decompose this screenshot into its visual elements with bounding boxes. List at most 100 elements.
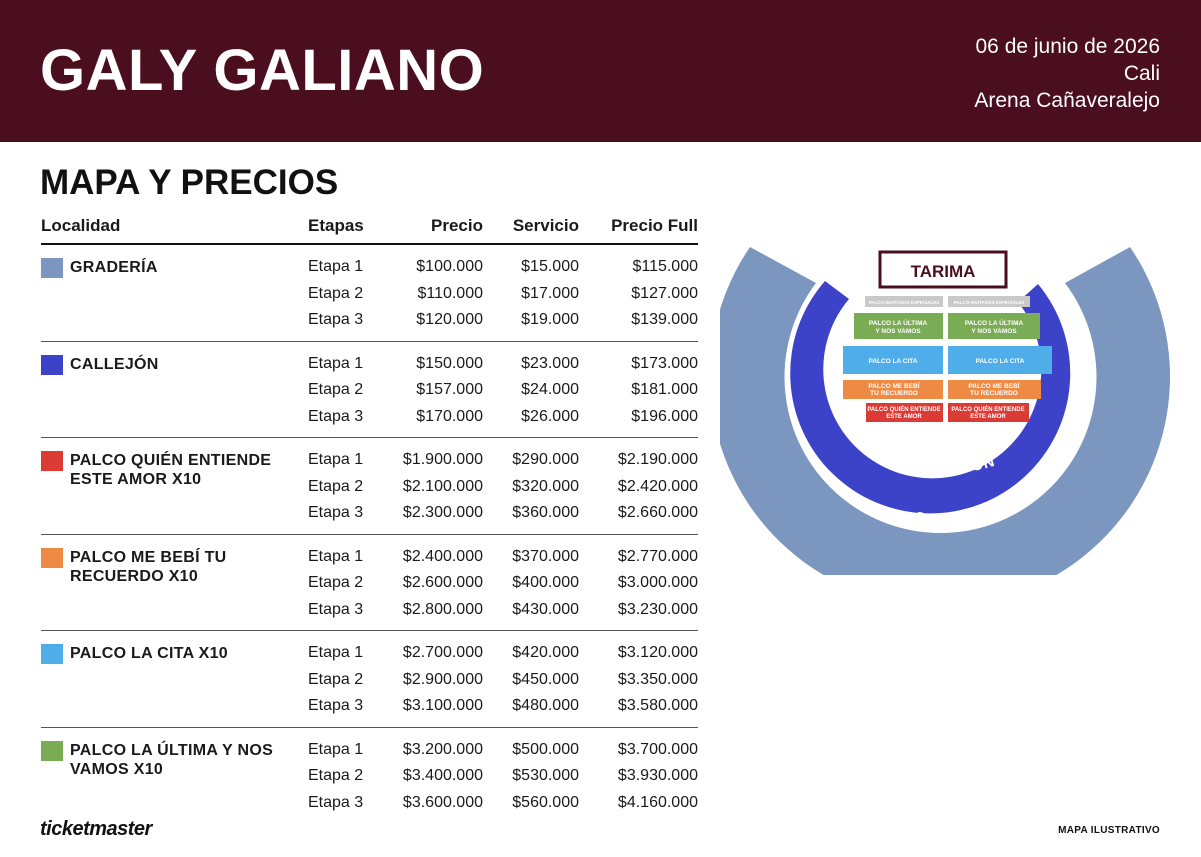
locality-color-swatch bbox=[41, 258, 63, 278]
servicio-cell: $450.000 bbox=[512, 670, 579, 688]
precio-cell: $2.800.000 bbox=[402, 600, 483, 618]
header-servicio: Servicio bbox=[512, 216, 579, 235]
map-graderia-section[interactable] bbox=[720, 247, 1170, 575]
ticketmaster-logo: ticketmaster bbox=[40, 818, 152, 840]
etapa-cell: Etapa 1 bbox=[308, 547, 364, 565]
precio-full-cell: $2.770.000 bbox=[617, 547, 698, 565]
etapa-cell: Etapa 2 bbox=[308, 477, 364, 495]
map-ultima-label-left-1: PALCO LA ÚLTIMA bbox=[869, 318, 928, 327]
precio-cell: $2.600.000 bbox=[402, 574, 483, 591]
precio-full-cell: $3.350.000 bbox=[617, 670, 698, 688]
map-bebi-label-left-2: TU RECUERDO bbox=[870, 390, 918, 397]
table-row: Etapa 2$3.400.000$530.000$3.930.000 bbox=[41, 767, 698, 789]
map-stage bbox=[878, 250, 1008, 289]
etapa-cell: Etapa 3 bbox=[308, 697, 364, 714]
map-bebi-label-right-2: TU RECUERDO bbox=[970, 390, 1018, 397]
map-quien-left[interactable] bbox=[866, 403, 943, 422]
servicio-cell: $320.000 bbox=[512, 477, 579, 495]
locality-color-swatch bbox=[41, 451, 63, 471]
precio-full-cell: $3.000.000 bbox=[617, 574, 698, 591]
precio-cell: $2.900.000 bbox=[402, 670, 483, 688]
servicio-cell: $400.000 bbox=[512, 574, 579, 591]
header-localidad: Localidad bbox=[41, 216, 121, 235]
map-cita-left[interactable] bbox=[843, 346, 943, 374]
table-row: Etapa 1 $2.400.000 $370.000 $2.770.000 bbox=[41, 548, 698, 570]
etapa-cell: Etapa 1 bbox=[308, 644, 364, 661]
table-row: Etapa 2$110.000$17.000$127.000 bbox=[41, 285, 698, 307]
event-info: 06 de junio de 2026 Cali Arena Cañaveral… bbox=[974, 33, 1160, 114]
servicio-cell: $480.000 bbox=[512, 697, 579, 714]
locality-color-swatch bbox=[41, 740, 63, 761]
map-ultima-label-right-1: PALCO LA ÚLTIMA bbox=[965, 318, 1024, 327]
map-cita-right[interactable] bbox=[948, 346, 1052, 374]
etapa-cell: Etapa 3 bbox=[308, 311, 364, 328]
table-row: Etapa 2$2.900.000$450.000$3.350.000 bbox=[41, 671, 698, 693]
map-ultima-label-left-2: Y NOS VAMOS bbox=[875, 328, 921, 335]
header-banner: GALY GALIANO 06 de junio de 2026 Cali Ar… bbox=[0, 0, 1201, 142]
map-graderia-label: GRADERÍA bbox=[914, 508, 992, 528]
precio-cell: $2.400.000 bbox=[402, 547, 483, 565]
servicio-cell: $15.000 bbox=[521, 258, 579, 275]
map-ultima-right[interactable] bbox=[948, 313, 1040, 339]
servicio-cell: $430.000 bbox=[512, 600, 579, 618]
precio-full-cell: $2.190.000 bbox=[617, 451, 698, 468]
precio-cell: $2.100.000 bbox=[402, 477, 483, 495]
map-note: MAPA ILUSTRATIVO bbox=[1058, 825, 1160, 836]
precio-cell: $2.300.000 bbox=[402, 504, 483, 521]
event-city: Cali bbox=[1123, 62, 1160, 85]
table-row: Etapa 2$2.600.000$400.000$3.000.000 bbox=[41, 574, 698, 596]
map-stage-label: TARIMA bbox=[911, 262, 976, 281]
locality-color-swatch bbox=[41, 644, 63, 664]
map-quien-right[interactable] bbox=[948, 403, 1029, 422]
servicio-cell: $360.000 bbox=[512, 504, 579, 521]
servicio-cell: $530.000 bbox=[512, 767, 579, 784]
servicio-cell: $17.000 bbox=[521, 284, 579, 302]
servicio-cell: $560.000 bbox=[512, 793, 579, 811]
table-row: Etapa 3$3.100.000$480.000$3.580.000 bbox=[41, 697, 698, 719]
locality-name: PALCO LA CITA X10 bbox=[70, 645, 228, 662]
servicio-cell: $370.000 bbox=[512, 547, 579, 565]
table-row: Etapa 1$150.000$23.000$173.000 bbox=[41, 355, 698, 377]
precio-full-cell: $2.420.000 bbox=[617, 477, 698, 495]
servicio-cell: $26.000 bbox=[521, 407, 579, 425]
event-venue: Arena Cañaveralejo bbox=[974, 89, 1160, 112]
header-precio-full: Precio Full bbox=[611, 216, 698, 235]
table-row: Etapa 2 $2.100.000 $320.000 $2.420.000 bbox=[41, 478, 698, 500]
precio-cell: $100.000 bbox=[416, 258, 483, 275]
locality-name: CALLEJÓN bbox=[70, 355, 159, 373]
table-row: Etapa 1$100.000$15.000$115.000 bbox=[41, 258, 698, 280]
table-row: Etapa 3$3.600.000$560.000$4.160.000 bbox=[41, 794, 698, 816]
map-invitados-label-left: PALCO INVITADOS ESPECIALES bbox=[869, 300, 940, 305]
etapa-cell: Etapa 1 bbox=[308, 740, 364, 758]
map-callejon-label: CALLEJÓN bbox=[908, 453, 998, 477]
table-row: Etapa 1$3.200.000$500.000$3.700.000 bbox=[41, 741, 698, 763]
table-header: Localidad Etapas Precio Servicio Precio … bbox=[41, 212, 698, 245]
section-title: MAPA Y PRECIOS bbox=[40, 163, 339, 202]
locality-color-swatch bbox=[41, 354, 63, 375]
precio-full-cell: $115.000 bbox=[632, 258, 698, 275]
map-bebi-right[interactable] bbox=[948, 380, 1041, 399]
table-row: Etapa 3$170.000$26.000$196.000 bbox=[41, 408, 698, 430]
precio-cell: $3.600.000 bbox=[402, 793, 483, 811]
map-cita-label-left: PALCO LA CITA bbox=[869, 358, 918, 365]
precio-full-cell: $196.000 bbox=[631, 407, 698, 425]
map-cita-label-right: PALCO LA CITA bbox=[976, 358, 1025, 365]
table-row: Etapa 3$2.800.000$430.000$3.230.000 bbox=[41, 601, 698, 623]
event-date: 06 de junio de 2026 bbox=[975, 35, 1161, 58]
table-row: Etapa 3$2.300.000$360.000$2.660.000 bbox=[41, 504, 698, 526]
map-invitados-left bbox=[865, 296, 943, 307]
table-row: Etapa 1$2.700.000$420.000$3.120.000 bbox=[41, 644, 698, 666]
map-callejon-section[interactable] bbox=[790, 281, 1071, 514]
price-table: Localidad Etapas Precio Servicio Precio … bbox=[41, 212, 698, 824]
precio-full-cell: $173.000 bbox=[631, 354, 698, 372]
precio-full-cell: $3.580.000 bbox=[617, 697, 698, 714]
map-bebi-left[interactable] bbox=[843, 380, 943, 399]
map-ultima-left[interactable] bbox=[854, 313, 943, 339]
precio-full-cell: $139.000 bbox=[631, 311, 698, 328]
etapa-cell: Etapa 1 bbox=[308, 451, 364, 468]
